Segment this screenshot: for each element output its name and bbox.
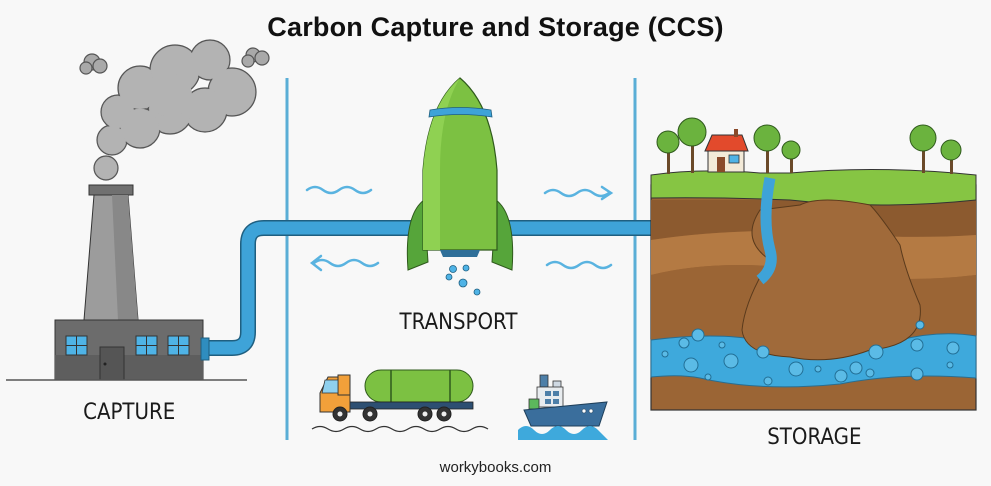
stage-label-storage: STORAGE	[767, 425, 862, 450]
trees-icon	[656, 117, 962, 174]
tanker-truck-icon	[311, 369, 489, 433]
ship-icon	[518, 374, 608, 440]
underground-storage-icon	[650, 117, 977, 411]
diagram-title: Carbon Capture and Storage (CCS)	[267, 12, 724, 42]
rocket-icon	[406, 77, 514, 296]
footer-source-link[interactable]: workybooks.com	[439, 459, 552, 476]
flow-arrows	[305, 185, 614, 272]
stage-label-transport: TRANSPORT	[399, 310, 518, 335]
house-icon	[704, 129, 749, 173]
factory-icon	[6, 39, 270, 381]
stage-label-capture: CAPTURE	[83, 400, 176, 425]
